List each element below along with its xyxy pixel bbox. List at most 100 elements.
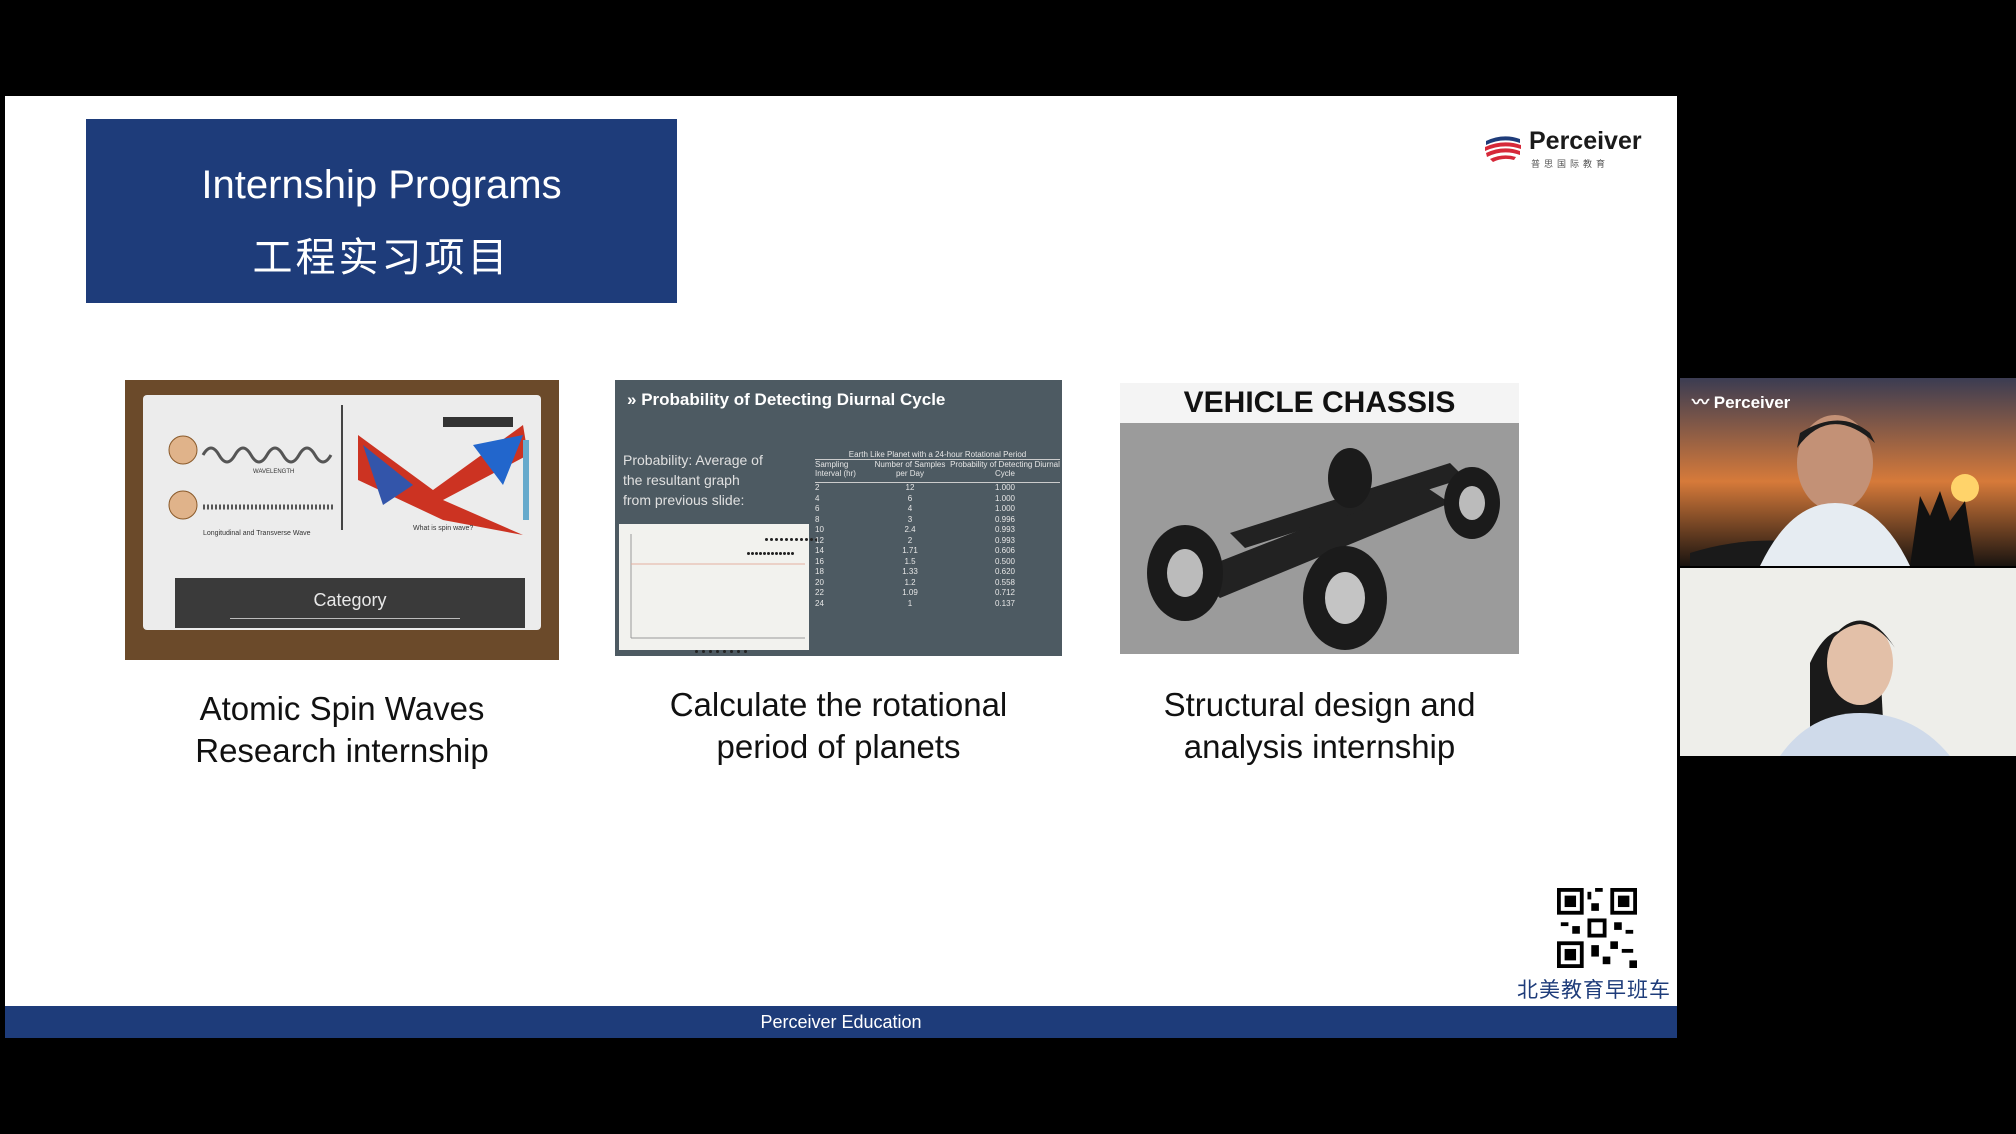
left-text-line: from previous slide: [623, 492, 745, 508]
graph-dot [770, 538, 773, 541]
table-cell: 1 [907, 598, 913, 608]
graph-dot [780, 538, 783, 541]
logo-name: Perceiver [1529, 127, 1642, 155]
diurnal-heading: » Probability of Detecting Diurnal Cycle [627, 390, 945, 410]
category-panel: Category [175, 578, 525, 628]
table-cell: 22 [815, 588, 824, 597]
host-video-logo: 〰 Perceiver [1692, 388, 1790, 413]
graph-dot [775, 552, 778, 555]
table-cell: 16 [815, 556, 824, 566]
right-diagram-caption: What is spin wave? [413, 525, 474, 532]
chassis-drawing [1120, 423, 1519, 654]
logo-subtitle: 普思国际教育 [1531, 159, 1610, 169]
graph-dot [805, 538, 808, 541]
graph-dot [755, 552, 758, 555]
caption-line: Calculate the rotational [669, 686, 1008, 723]
graph-dot [815, 538, 818, 541]
perceiver-flag-icon: 〰 [1692, 393, 1709, 412]
guest-video-frame [1680, 568, 2016, 756]
graph-dot [730, 650, 733, 653]
table-cell: 18 [815, 567, 824, 576]
qr-code[interactable] [1557, 888, 1637, 968]
graph-dot [759, 552, 762, 555]
graph-dot [800, 538, 803, 541]
table-cell: 1.5 [904, 556, 916, 566]
graph-dot [810, 538, 813, 541]
diurnal-cycle-image: » Probability of Detecting Diurnal Cycle… [615, 380, 1062, 656]
graph-dot [695, 650, 698, 653]
graph-dot [723, 650, 726, 653]
table-cell: 0.606 [994, 546, 1016, 555]
table-cell: 1.000 [994, 504, 1016, 513]
table-cell: 6 [907, 493, 913, 503]
card-caption-rotational-period: Calculate the rotational period of plane… [615, 684, 1062, 768]
caption-line: Structural design and [1163, 686, 1476, 723]
table-title: Earth Like Planet with a 24-hour Rotatio… [815, 450, 1060, 460]
category-underline [230, 618, 460, 619]
chevron-right-icon: » [627, 390, 637, 409]
monitor-screen: Longitudinal and Transverse Wave What is… [143, 395, 541, 630]
caption-line: Atomic Spin Waves [199, 690, 485, 727]
caption-line: period of planets [716, 728, 961, 765]
table-header: Number of Samples per Day [874, 460, 946, 478]
table-cell: 12 [905, 483, 915, 492]
left-diagram-caption: Longitudinal and Transverse Wave [203, 530, 311, 537]
table-cell: 1.33 [902, 567, 918, 576]
graph-dot [763, 552, 766, 555]
table-cell: 24 [815, 598, 824, 608]
card-caption-spin-waves: Atomic Spin Waves Research internship [125, 688, 559, 772]
category-label: Category [313, 590, 387, 610]
table-cell: 6 [815, 504, 820, 513]
graph-dot [765, 538, 768, 541]
table-cell: 2 [907, 535, 913, 545]
left-text-line: Probability: Average of [623, 452, 763, 468]
graph-dot [791, 552, 794, 555]
slide-title-chinese: 工程实习项目 [252, 236, 511, 280]
graph-dot [771, 552, 774, 555]
graph-dot [747, 552, 750, 555]
diurnal-heading-text: Probability of Detecting Diurnal Cycle [641, 390, 946, 409]
probability-table: Earth Like Planet with a 24-hour Rotatio… [815, 450, 1060, 609]
table-cell: 2.4 [904, 525, 916, 534]
caption-line: analysis internship [1183, 728, 1456, 765]
participant-video-guest[interactable] [1680, 568, 2016, 756]
vehicle-chassis-image: VEHICLE CHASSIS [1120, 383, 1519, 654]
table-cell: 1.71 [902, 546, 918, 555]
graph-dot [737, 650, 740, 653]
graph-dot [702, 650, 705, 653]
table-cell: 8 [815, 514, 820, 524]
graph-dot [795, 538, 798, 541]
table-cell: 1.000 [994, 483, 1016, 492]
graph-dot [783, 552, 786, 555]
left-text-line: the resultant graph [623, 472, 740, 488]
diurnal-left-text: Probability: Average of the resultant gr… [623, 450, 783, 510]
wavelength-label: WAVELENGTH [253, 469, 295, 475]
caption-line: Research internship [195, 732, 489, 769]
graph-dot [787, 552, 790, 555]
table-cell: 4 [815, 493, 820, 503]
table-cell: 0.996 [994, 514, 1016, 524]
host-video-frame [1680, 378, 2016, 566]
table-cell: 1.09 [902, 588, 918, 597]
graph-dot [775, 538, 778, 541]
presentation-slide: Internship Programs 工程实习项目 Perceiver 普思国… [5, 96, 1677, 1038]
chassis-heading: VEHICLE CHASSIS [1120, 383, 1519, 423]
graph-dot [751, 552, 754, 555]
spin-waves-image: Longitudinal and Transverse Wave What is… [125, 380, 559, 660]
table-cell: 0.137 [994, 598, 1016, 608]
table-cell: 10 [815, 525, 824, 534]
table-row: 24 1 0.137 [815, 599, 1060, 610]
participant-video-host[interactable]: 〰 Perceiver [1680, 378, 2016, 566]
graph-dot [790, 538, 793, 541]
table-cell: 2 [815, 483, 820, 492]
graph-dot [785, 538, 788, 541]
table-row: 2 12 1.000 [815, 483, 1060, 494]
